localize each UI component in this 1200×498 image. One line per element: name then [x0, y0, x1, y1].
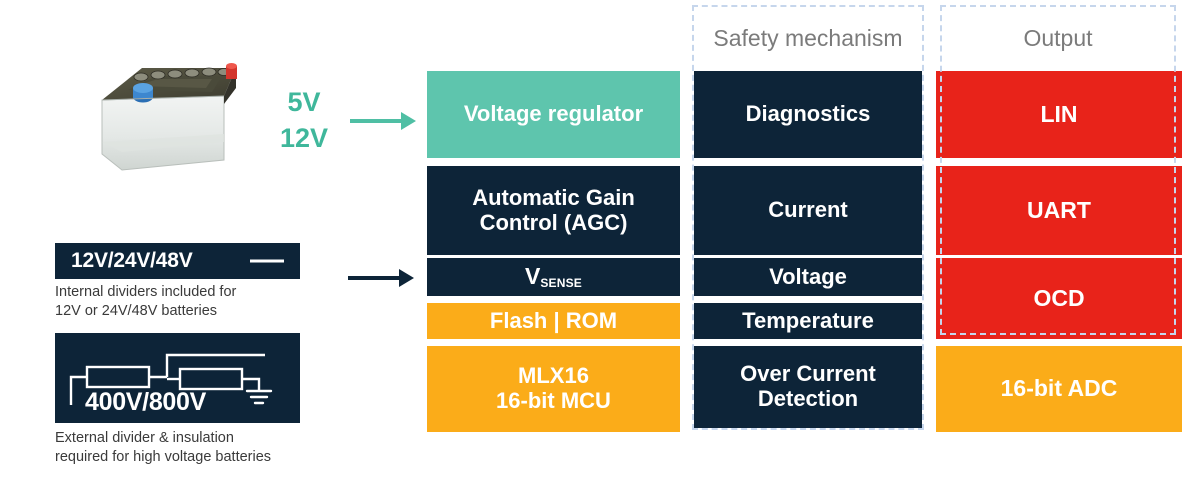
- arrow-head: [401, 112, 416, 130]
- arrow-sense-icon: [348, 266, 414, 290]
- block-label: Current: [768, 197, 848, 223]
- card-low-voltage: 12V/24V/48V: [55, 243, 300, 279]
- safety-mechanism-title: Safety mechanism: [713, 25, 903, 51]
- arrow-shaft: [350, 119, 402, 123]
- ground-symbol-icon: [245, 389, 273, 405]
- arrow-head: [399, 269, 414, 287]
- block-label: Over Current Detection: [740, 362, 876, 411]
- block-label: Voltage: [769, 263, 847, 289]
- block-label: Flash | ROM: [489, 307, 618, 333]
- caption-line-1: Internal dividers included for: [55, 284, 237, 300]
- supply-voltage-12v: 12V: [279, 123, 329, 154]
- block-label: Voltage regulator: [463, 101, 644, 127]
- battery-positive-terminal: [226, 63, 237, 79]
- block-label: UART: [1027, 196, 1091, 223]
- block-temperature: Temperature: [694, 303, 922, 339]
- block-label-line-2: Detection: [757, 386, 859, 411]
- block-diagnostics: Diagnostics: [694, 71, 922, 158]
- vsense-main: V: [524, 263, 541, 290]
- block-flash-rom: Flash | ROM: [427, 303, 680, 339]
- block-uart: UART: [936, 166, 1182, 255]
- block-label: Temperature: [742, 307, 874, 333]
- card-high-voltage-caption: External divider & insulation required f…: [55, 429, 315, 468]
- horizontal-line-icon: [250, 259, 284, 263]
- car-battery-illustration: [101, 63, 237, 171]
- block-label-line-2: 16-bit MCU: [496, 388, 611, 413]
- vsense-subscript: SENSE: [540, 276, 583, 291]
- block-voltage-regulator: Voltage regulator: [427, 71, 680, 158]
- supply-voltage-label: 5V 12V: [258, 84, 350, 157]
- battery-negative-terminal: [133, 83, 153, 103]
- supply-voltage-5v: 5V: [287, 87, 321, 117]
- card-low-voltage-caption: Internal dividers included for 12V or 24…: [55, 283, 315, 322]
- arrow-shaft: [348, 276, 400, 280]
- block-mlx16-mcu: MLX16 16-bit MCU: [427, 346, 680, 432]
- card-high-voltage: 400V/800V: [55, 333, 300, 423]
- block-label-line-1: Over Current: [740, 361, 876, 387]
- caption-line-1: External divider & insulation: [55, 430, 234, 446]
- block-label-line-1: MLX16: [518, 363, 589, 389]
- resistor-divider-icon: [69, 353, 273, 405]
- block-label: OCD: [1033, 284, 1085, 311]
- block-agc: Automatic Gain Control (AGC): [427, 166, 680, 255]
- arrow-supply-icon: [350, 109, 416, 133]
- block-lin: LIN: [936, 71, 1182, 158]
- block-label-line-2: Control (AGC): [479, 209, 628, 235]
- block-label: LIN: [1040, 100, 1078, 127]
- block-current: Current: [694, 166, 922, 255]
- block-label: MLX16 16-bit MCU: [496, 364, 611, 413]
- caption-line-2: required for high voltage batteries: [55, 449, 272, 466]
- block-label: Automatic Gain Control (AGC): [472, 184, 635, 235]
- block-16-bit-adc: 16-bit ADC: [936, 346, 1182, 432]
- block-over-current-detection: Over Current Detection: [694, 346, 922, 428]
- block-label-line-1: Automatic Gain: [472, 184, 635, 210]
- caption-line-2: 12V or 24V/48V batteries: [55, 303, 218, 320]
- block-label: 16-bit ADC: [1000, 375, 1118, 402]
- card-high-voltage-title: 400V/800V: [85, 388, 207, 416]
- car-battery-image: [84, 42, 259, 178]
- block-voltage: Voltage: [694, 258, 922, 296]
- card-low-voltage-title: 12V/24V/48V: [71, 249, 193, 272]
- block-ocd: OCD: [936, 258, 1182, 339]
- block-label: Diagnostics: [745, 101, 871, 127]
- output-title: Output: [1023, 25, 1093, 51]
